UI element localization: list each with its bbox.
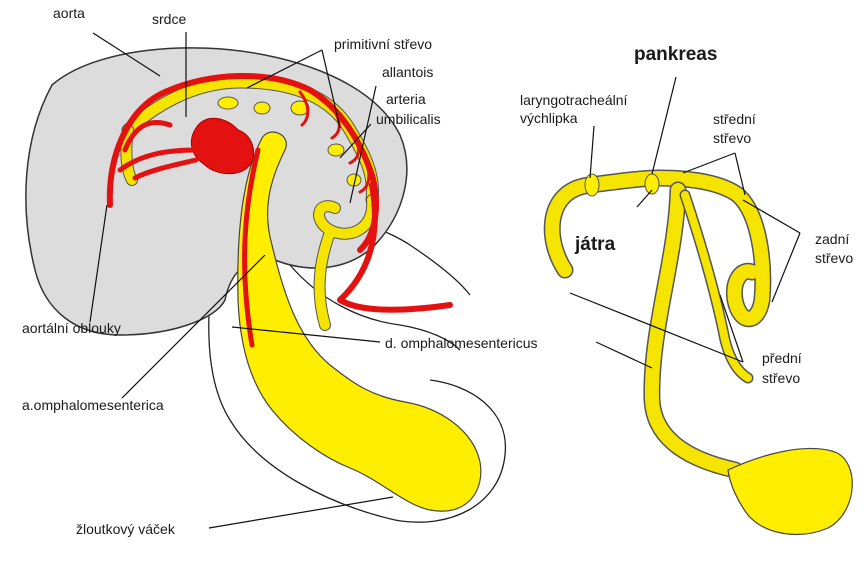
label-zloutkovy-vacek: žloutkový váček: [76, 521, 176, 537]
label-predni: přední: [762, 350, 802, 366]
label-primitivni-strevo: primitivní střevo: [334, 36, 432, 52]
yolk-sac-right[interactable]: [728, 448, 852, 534]
label-stredni-strevo: střevo: [713, 130, 751, 146]
label-pankreas: pankreas: [634, 44, 717, 65]
gut-figure: [552, 174, 852, 534]
label-umbilicalis: umbilicalis: [376, 111, 441, 127]
label-a-omphalomesenterica: a.omphalomesenterica: [22, 397, 164, 413]
label-d-omphalomesentericus: d. omphalomesentericus: [385, 335, 538, 351]
laryngotracheal-bud: [585, 174, 599, 196]
label-arteria: arteria: [386, 91, 426, 107]
label-laryngotrachealni: laryngotracheální: [520, 92, 628, 108]
label-aorta: aorta: [53, 5, 85, 21]
label-jatra: játra: [574, 234, 616, 255]
label-srdce: srdce: [152, 11, 186, 27]
label-zadni: zadní: [815, 231, 849, 247]
label-zadni-strevo: střevo: [815, 250, 853, 266]
label-vychlipka: výchlipka: [520, 110, 578, 126]
label-allantois: allantois: [382, 64, 433, 80]
label-stredni: střední: [713, 111, 756, 127]
label-aortalni-oblouky: aortální oblouky: [22, 320, 121, 336]
label-predni-strevo: střevo: [762, 370, 800, 386]
pancreas-bud: [645, 174, 659, 194]
